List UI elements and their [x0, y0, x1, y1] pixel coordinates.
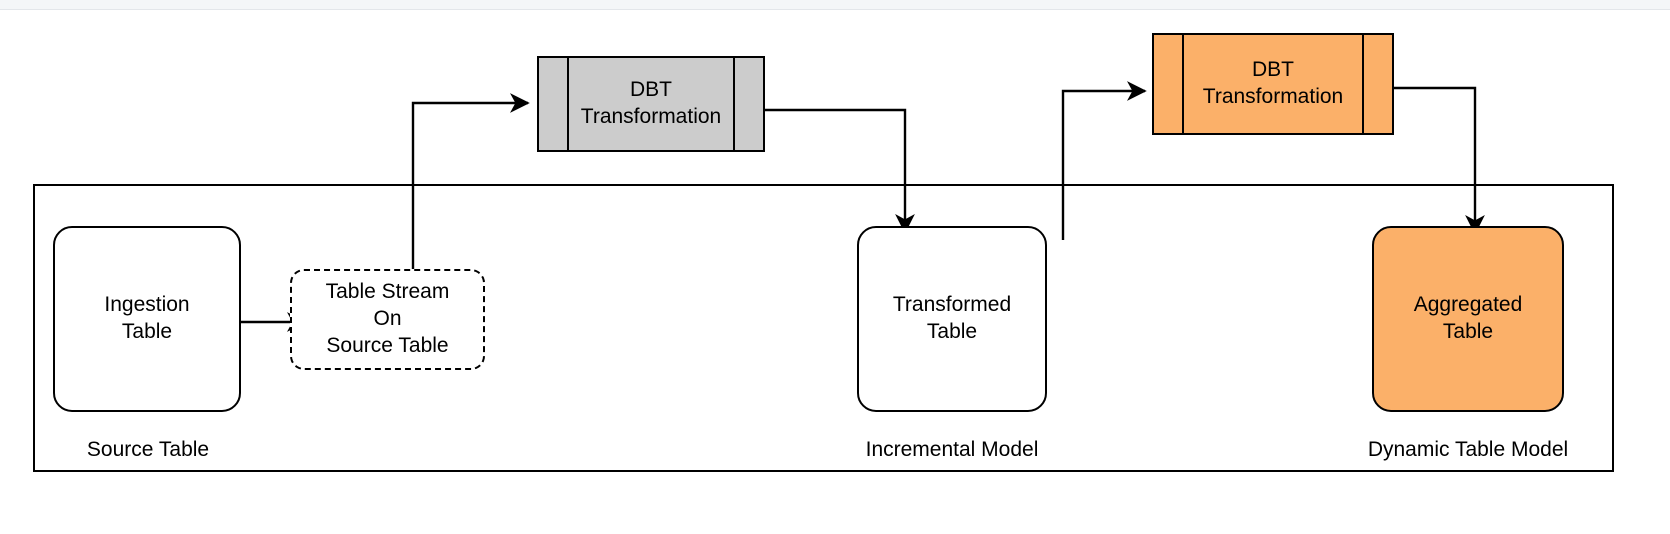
ingestion-table-node[interactable]: Ingestion Table [53, 226, 241, 412]
dbt-transformation-1-label: DBT Transformation [580, 78, 722, 128]
process-left-bar [567, 58, 569, 150]
dbt-transformation-1-box[interactable]: DBT Transformation [537, 56, 765, 152]
ingestion-table-label: Ingestion Table [104, 293, 190, 343]
group-label-dynamic-table-model: Dynamic Table Model [1367, 438, 1569, 461]
table-stream-label: Table Stream On Source Table [325, 280, 450, 357]
group-label-incremental-model: Incremental Model [865, 438, 1039, 461]
group-label-source-table: Source Table [86, 438, 210, 461]
transformed-table-node[interactable]: Transformed Table [857, 226, 1047, 412]
process-left-bar [1182, 35, 1184, 133]
top-strip [0, 0, 1670, 10]
transformed-table-label: Transformed Table [892, 293, 1012, 343]
table-stream-node[interactable]: Table Stream On Source Table [290, 269, 485, 370]
process-right-bar [733, 58, 735, 150]
dbt-transformation-2-label: DBT Transformation [1202, 58, 1344, 108]
process-right-bar [1362, 35, 1364, 133]
aggregated-table-label: Aggregated Table [1413, 293, 1523, 343]
aggregated-table-node[interactable]: Aggregated Table [1372, 226, 1564, 412]
dbt-transformation-2-box[interactable]: DBT Transformation [1152, 33, 1394, 135]
